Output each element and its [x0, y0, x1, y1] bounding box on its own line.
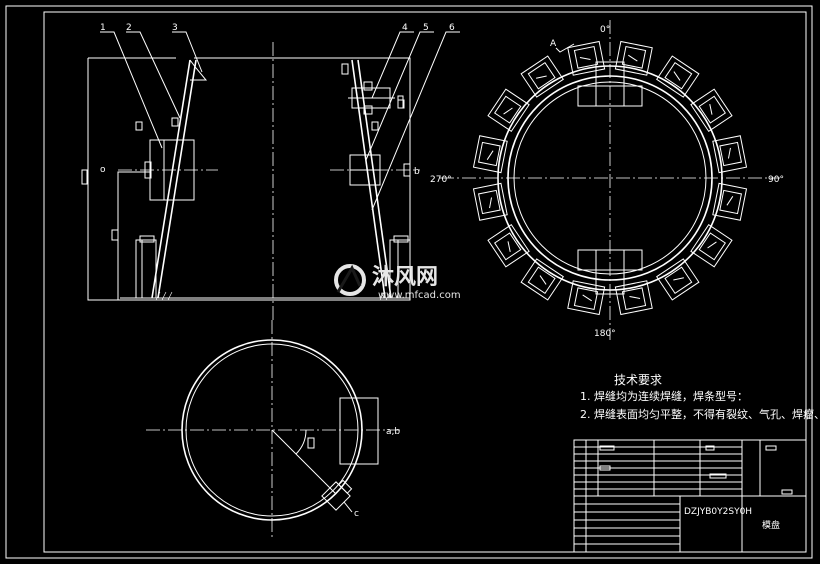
ring-lug	[520, 258, 564, 301]
part-name: 模盘	[762, 519, 780, 531]
ring-lug	[614, 40, 653, 76]
callout-6: 6	[449, 23, 455, 33]
angle-0-label: 0°	[600, 25, 610, 35]
ring-lug	[520, 55, 564, 98]
angle-90-label: 90°	[768, 175, 784, 185]
ring-lug	[614, 280, 653, 316]
callout-3: 3	[172, 23, 178, 33]
technical-requirements: 技术要求 1. 焊缝均为连续焊缝，焊条型号： 2. 焊缝表面均匀平整，不得有裂纹…	[580, 373, 820, 421]
ring-lug	[656, 258, 700, 301]
label-b: b	[414, 167, 420, 177]
angle-270-label: 270°	[430, 175, 452, 185]
outer-border	[5, 5, 813, 559]
label-ab: a,b	[386, 427, 400, 437]
ring-lug	[690, 88, 733, 132]
ring-lugs	[472, 40, 748, 316]
ring-lug	[712, 135, 748, 174]
inner-frame	[43, 11, 807, 553]
ring-lug	[487, 88, 530, 132]
marker-a-label: A	[550, 39, 557, 49]
title-block: DZJYB0Y2SY0H 模盘	[573, 439, 807, 553]
label-o: o	[100, 165, 106, 175]
ring-lug	[712, 182, 748, 221]
callout-2: 2	[126, 23, 132, 33]
label-c: c	[354, 509, 359, 519]
watermark-brand: 沐风网	[372, 265, 438, 290]
tech-requirements-title: 技术要求	[614, 373, 662, 387]
angle-180-label: 180°	[594, 329, 616, 339]
ring-lug	[472, 182, 508, 221]
ring-top-view: 0° 90° 180° 270° A	[430, 20, 784, 340]
watermark-url: www.mfcad.com	[378, 290, 461, 301]
watermark: 沐风网 www.mfcad.com	[334, 264, 461, 301]
ring-lug	[472, 135, 508, 174]
ring-lug	[567, 280, 606, 316]
callout-4: 4	[402, 23, 408, 33]
tech-requirement-1: 1. 焊缝均为连续焊缝，焊条型号：	[580, 389, 748, 403]
title-block-grid	[574, 446, 742, 545]
ring-lug	[690, 224, 733, 268]
callout-5: 5	[423, 23, 429, 33]
drawing-number: DZJYB0Y2SY0H	[684, 507, 752, 517]
ring-lug	[567, 40, 606, 76]
ring-lug	[656, 55, 700, 98]
callout-1: 1	[100, 23, 106, 33]
side-elevation-view: 1 2 3 4 5 6 o b	[81, 23, 460, 320]
plan-view: a,b c	[146, 320, 400, 540]
tech-requirement-2: 2. 焊缝表面均匀平整，不得有裂纹、气孔、焊瘤、弧坑和	[580, 407, 820, 421]
ring-lug	[487, 224, 530, 268]
